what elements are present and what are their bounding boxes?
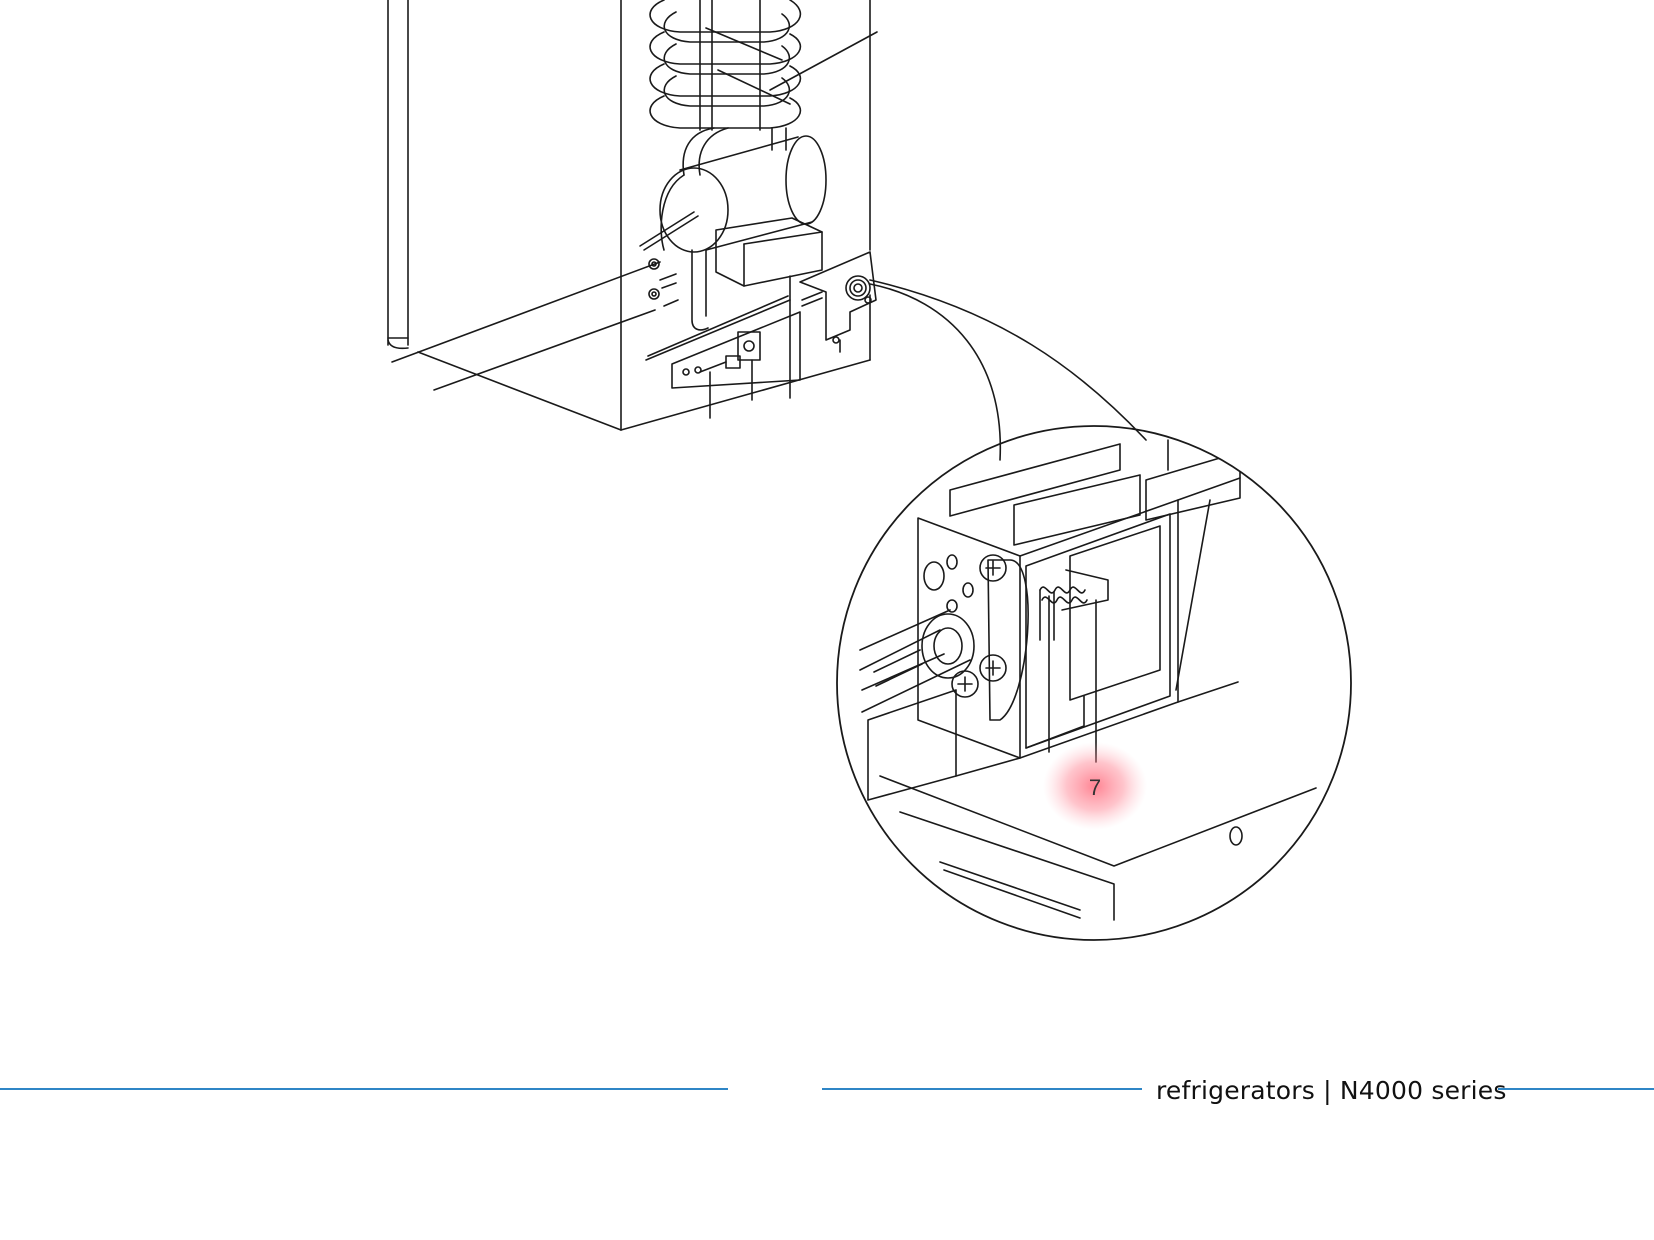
absorber-tank [639,135,827,253]
callout-label-7: 7 [1089,775,1101,800]
screw-icon [979,654,1007,682]
callout-highlight [1043,742,1147,830]
footer-rule-right [1498,1088,1654,1090]
magnified-detail: 7 [836,425,1352,941]
footer-rule-middle [822,1088,1142,1090]
screw-icon [979,554,1007,582]
cabinet-side-wall [387,0,409,350]
footer-title: refrigerators | N4000 series [1156,1076,1507,1105]
leader-lines [709,275,841,419]
magnifier-connector [845,275,1147,461]
condenser-coil [649,0,878,176]
burner-housing [645,217,877,389]
footer-rule-left [0,1088,728,1090]
cabinet-back-panel [391,0,871,431]
